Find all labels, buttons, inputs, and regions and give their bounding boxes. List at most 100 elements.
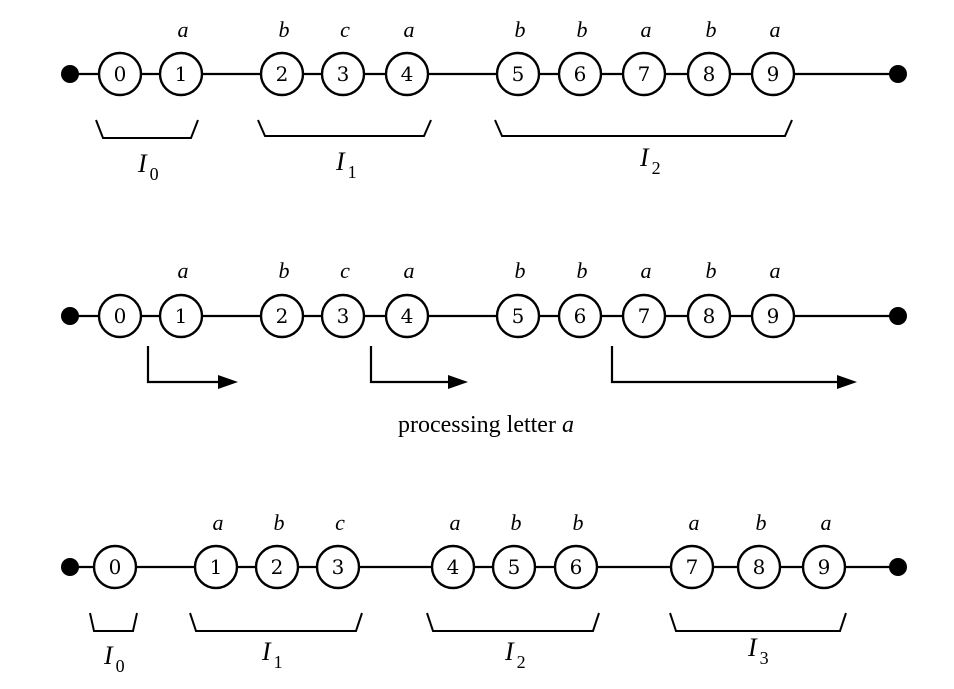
row3-node-7: 7	[669, 544, 715, 590]
row1-letter-node-3: c	[340, 17, 350, 42]
row3-node-5: 5	[491, 544, 537, 590]
svg-text:4: 4	[401, 304, 414, 328]
row2-node-2: 2	[259, 293, 305, 339]
svg-text:4: 4	[447, 555, 460, 579]
svg-text:0: 0	[114, 304, 127, 328]
row2-left-endpoint	[61, 307, 79, 325]
svg-text:6: 6	[574, 304, 587, 328]
row3-node-3: 3	[315, 544, 361, 590]
row2-node-0: 0	[97, 293, 143, 339]
svg-text:5: 5	[508, 555, 521, 579]
row1-node-1: 1	[158, 51, 204, 97]
svg-text:5: 5	[512, 62, 525, 86]
row3-node-2: 2	[254, 544, 300, 590]
row2-letter-node-3: c	[340, 258, 350, 283]
row1-node-5: 5	[495, 51, 541, 97]
row2-node-5: 5	[495, 293, 541, 339]
row1-letter-node-1: a	[178, 17, 189, 42]
row3-node-8: 8	[736, 544, 782, 590]
row2-letter-node-6: b	[577, 258, 588, 283]
svg-text:6: 6	[574, 62, 587, 86]
row1-node-7: 7	[621, 51, 667, 97]
svg-text:9: 9	[767, 62, 780, 86]
row3-node-1: 1	[193, 544, 239, 590]
row1-right-endpoint	[889, 65, 907, 83]
row-2: 0 1 2 3 4 5 6 7 8 9 a b c a b b a b a pr…	[61, 258, 907, 438]
row3-node-0: 0	[92, 544, 138, 590]
row3-node-6: 6	[553, 544, 599, 590]
row3-letter-node-8: b	[756, 510, 767, 535]
row1-node-8: 8	[686, 51, 732, 97]
row2-letter-node-1: a	[178, 258, 189, 283]
svg-text:1: 1	[210, 555, 223, 579]
svg-text:3: 3	[337, 304, 350, 328]
svg-text:9: 9	[818, 555, 831, 579]
svg-text:2: 2	[276, 62, 289, 86]
row1-interval-1-bracket	[257, 119, 432, 137]
svg-text:2: 2	[276, 304, 289, 328]
row1-letter-node-6: b	[577, 17, 588, 42]
processing-caption: processing letter a	[398, 412, 574, 438]
row2-node-1: 1	[158, 293, 204, 339]
row2-node-3: 3	[320, 293, 366, 339]
svg-text:8: 8	[753, 555, 766, 579]
row1-letter-node-4: a	[404, 17, 415, 42]
svg-text:1: 1	[175, 304, 188, 328]
row3-letter-node-4: a	[450, 510, 461, 535]
svg-text:3: 3	[332, 555, 345, 579]
row1-node-3: 3	[320, 51, 366, 97]
row3-left-endpoint	[61, 558, 79, 576]
row1-letter-node-2: b	[279, 17, 290, 42]
row3-letter-node-3: c	[335, 510, 345, 535]
row3-interval-0-bracket	[89, 612, 138, 632]
svg-text:8: 8	[703, 304, 716, 328]
row3-letter-node-2: b	[274, 510, 285, 535]
row3-letter-node-1: a	[213, 510, 224, 535]
svg-text:5: 5	[512, 304, 525, 328]
row3-interval-2-bracket	[426, 612, 600, 632]
row3-letter-node-6: b	[573, 510, 584, 535]
row1-letter-node-8: b	[706, 17, 717, 42]
row3-right-endpoint	[889, 558, 907, 576]
row2-node-7: 7	[621, 293, 667, 339]
row1-letter-node-9: a	[770, 17, 781, 42]
row1-interval-0-bracket	[95, 119, 199, 139]
row1-node-2: 2	[259, 51, 305, 97]
row3-node-9: 9	[801, 544, 847, 590]
svg-text:7: 7	[638, 62, 651, 86]
svg-text:2: 2	[271, 555, 284, 579]
row2-node-6: 6	[557, 293, 603, 339]
row2-letter-node-7: a	[641, 258, 652, 283]
row2-letter-node-9: a	[770, 258, 781, 283]
row3-node-4: 4	[430, 544, 476, 590]
row1-left-endpoint	[61, 65, 79, 83]
row2-letter-node-5: b	[515, 258, 526, 283]
row2-node-8: 8	[686, 293, 732, 339]
row1-letter-node-5: b	[515, 17, 526, 42]
svg-text:8: 8	[703, 62, 716, 86]
row3-letter-node-5: b	[511, 510, 522, 535]
svg-text:3: 3	[337, 62, 350, 86]
svg-text:1: 1	[175, 62, 188, 86]
row3-interval-3-bracket	[669, 612, 847, 632]
row2-letter-node-2: b	[279, 258, 290, 283]
row2-shift-arrow-3	[610, 346, 857, 389]
row2-node-4: 4	[384, 293, 430, 339]
row2-shift-arrow-2	[369, 346, 468, 389]
row2-letter-node-4: a	[404, 258, 415, 283]
row1-interval-2-bracket	[494, 119, 793, 137]
row1-letter-node-7: a	[641, 17, 652, 42]
row1-node-4: 4	[384, 51, 430, 97]
row1-node-0: 0	[97, 51, 143, 97]
row3-interval-1-bracket	[189, 612, 363, 632]
row3-letter-node-7: a	[689, 510, 700, 535]
